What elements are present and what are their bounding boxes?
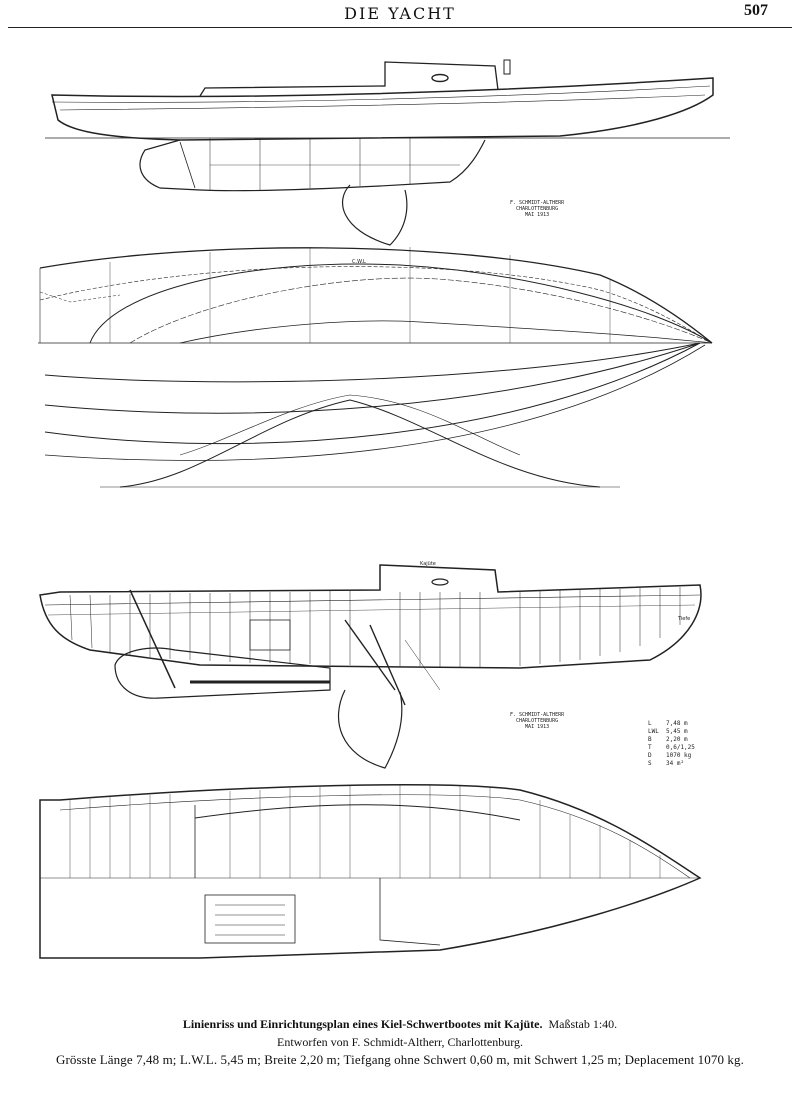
- half-breadth-plan: [38, 247, 713, 344]
- construction-profile-view: [39, 564, 702, 769]
- journal-title: DIE YACHT: [344, 4, 456, 23]
- figure-caption-dimensions: Grösste Länge 7,48 m; L.W.L. 5,45 m; Bre…: [56, 1052, 744, 1067]
- designer-stamp: F. SCHMIDT-ALTHERR CHARLOTTENBURG MAI 19…: [510, 712, 565, 730]
- kajuete-label: Kajüte: [420, 561, 436, 567]
- sheer-profile-view: [45, 59, 730, 246]
- diagonal-lines: [44, 342, 706, 488]
- figure-caption-designer: Entworfen von F. Schmidt-Altherr, Charlo…: [277, 1035, 523, 1049]
- page-number: 507: [744, 2, 768, 19]
- figure-caption-title: Linienriss und Einrichtungsplan eines Ki…: [182, 1017, 618, 1031]
- header-rule: [8, 27, 792, 28]
- cwl-label: C.W.L: [352, 259, 366, 265]
- tiefe-label: Tiefe: [677, 616, 690, 622]
- technical-drawing: C.W.L Tiefe Kajüte: [38, 59, 730, 959]
- accommodation-plan-view: [39, 784, 702, 959]
- designer-stamp: F. SCHMIDT-ALTHERR CHARLOTTENBURG MAI 19…: [510, 200, 565, 218]
